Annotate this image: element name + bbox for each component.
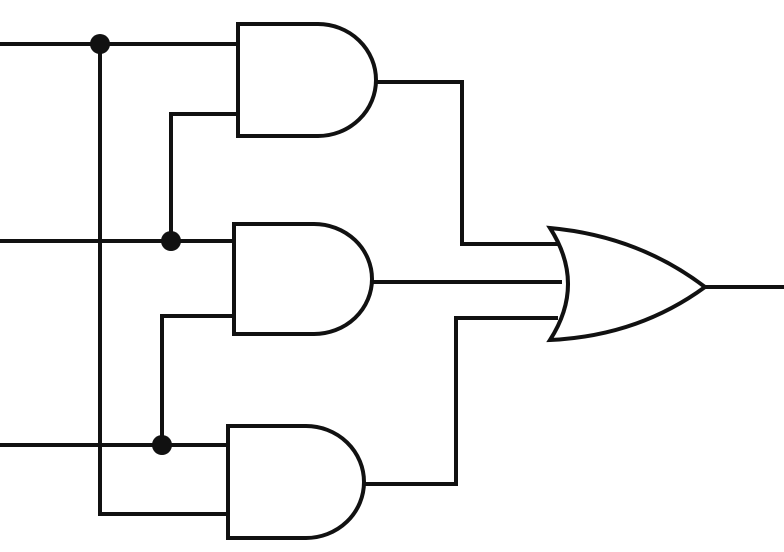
and-gate-1 — [236, 22, 378, 138]
input-2-branch-wire — [169, 112, 240, 243]
and-gate-3 — [226, 424, 366, 540]
input-3-branch-wire — [160, 314, 236, 447]
junction-dot-input-3 — [152, 435, 172, 455]
and-gate-1-output-wire — [374, 80, 558, 246]
and-gate-3-output-wire — [360, 316, 558, 486]
and-gate-2 — [232, 222, 374, 336]
or-gate — [546, 225, 709, 343]
junction-dot-input-1 — [90, 34, 110, 54]
junction-dot-input-2 — [161, 231, 181, 251]
input-1-branch-wire — [98, 42, 230, 516]
